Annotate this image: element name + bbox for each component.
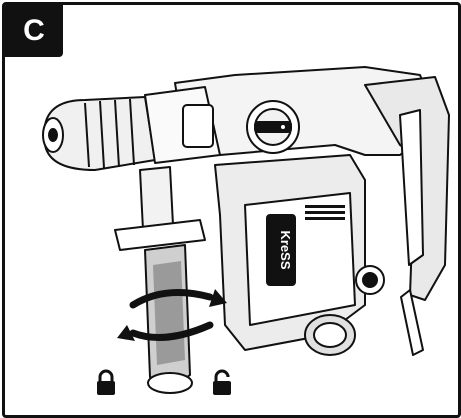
vent-slots bbox=[305, 205, 345, 220]
brand-plate bbox=[266, 214, 296, 286]
sds-chuck bbox=[44, 96, 156, 171]
padlock-open-icon bbox=[213, 369, 231, 395]
cable-guard bbox=[400, 289, 424, 356]
figure-label: C bbox=[23, 14, 45, 47]
rotate-arrows-icon bbox=[129, 289, 214, 341]
padlock-closed-icon bbox=[97, 369, 115, 395]
auxiliary-handle-collar bbox=[139, 166, 174, 231]
rotary-hammer-illustration: KreSS bbox=[42, 66, 450, 395]
brand-label: KreSS bbox=[278, 230, 293, 269]
figure-label-badge: C bbox=[5, 5, 63, 57]
